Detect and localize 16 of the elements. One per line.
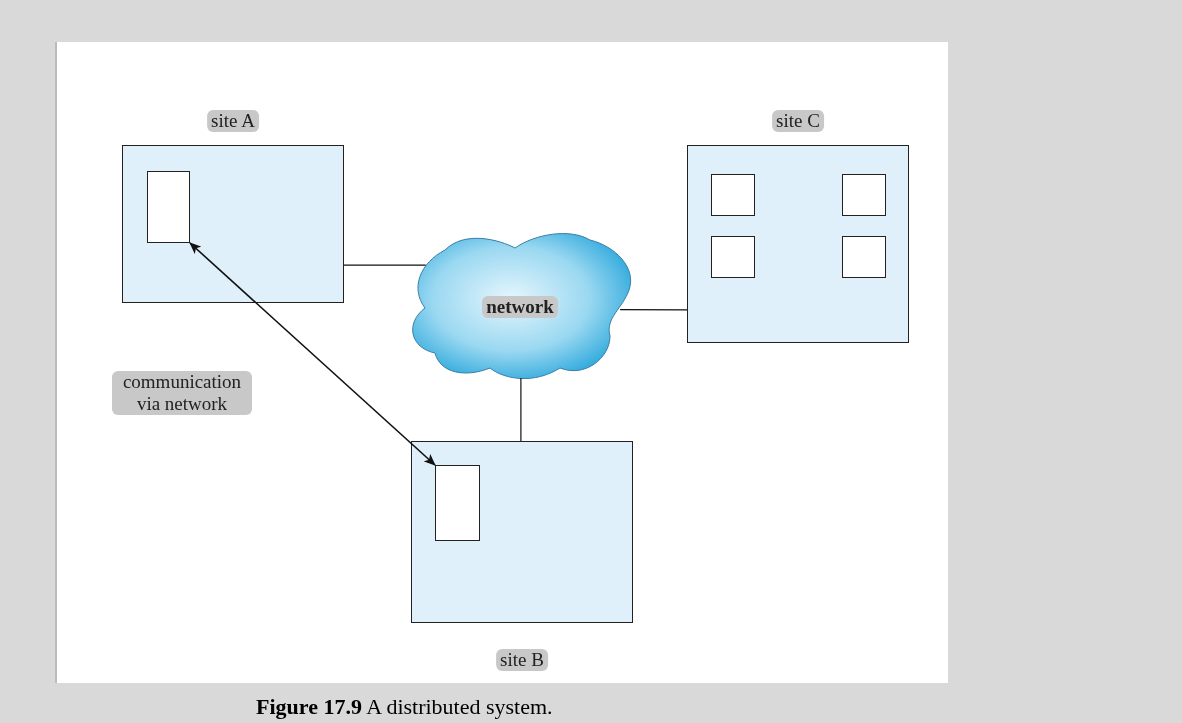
process-box (711, 174, 755, 216)
process-box (435, 465, 480, 541)
process-box (842, 174, 886, 216)
process-box (711, 236, 755, 278)
connector-line (520, 377, 522, 442)
double-arrow (189, 242, 436, 466)
connector-line (619, 309, 688, 311)
site-label: site C (772, 110, 824, 132)
network-label: network (482, 295, 558, 318)
edge-label: communication via network (112, 371, 252, 415)
process-box (842, 236, 886, 278)
site-label: site A (207, 110, 259, 132)
site-label: site B (496, 649, 548, 671)
figure-caption: Figure 17.9 A distributed system. (256, 693, 553, 721)
connector-line (343, 264, 427, 266)
process-box (147, 171, 190, 243)
